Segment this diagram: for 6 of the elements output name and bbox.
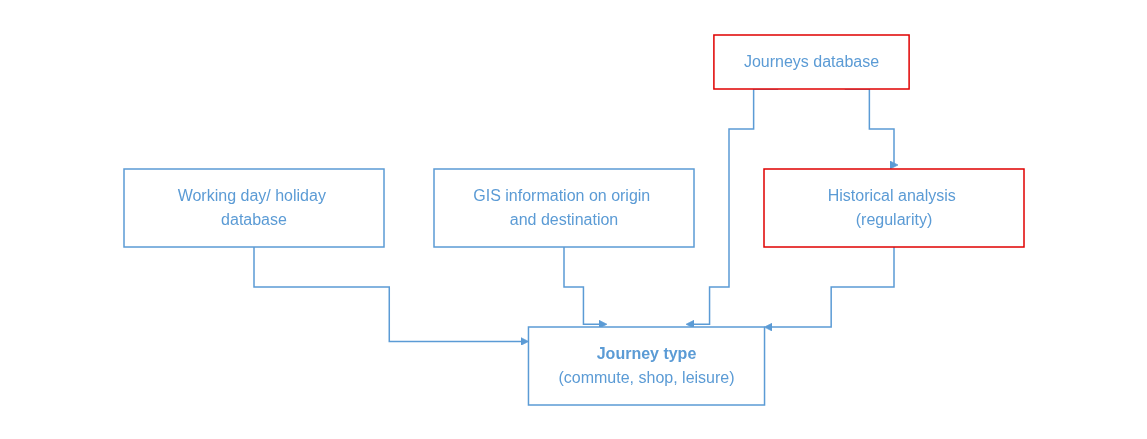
node-box: Working day/ holiday database <box>122 167 385 248</box>
node-box: Journey type (commute, shop, leisure) <box>527 325 765 406</box>
node-box: Historical analysis (regularity) <box>762 167 1025 248</box>
node-box: Journeys database <box>712 33 910 90</box>
arrow <box>763 245 895 331</box>
node-box: GIS information on origin and destination <box>432 167 695 248</box>
